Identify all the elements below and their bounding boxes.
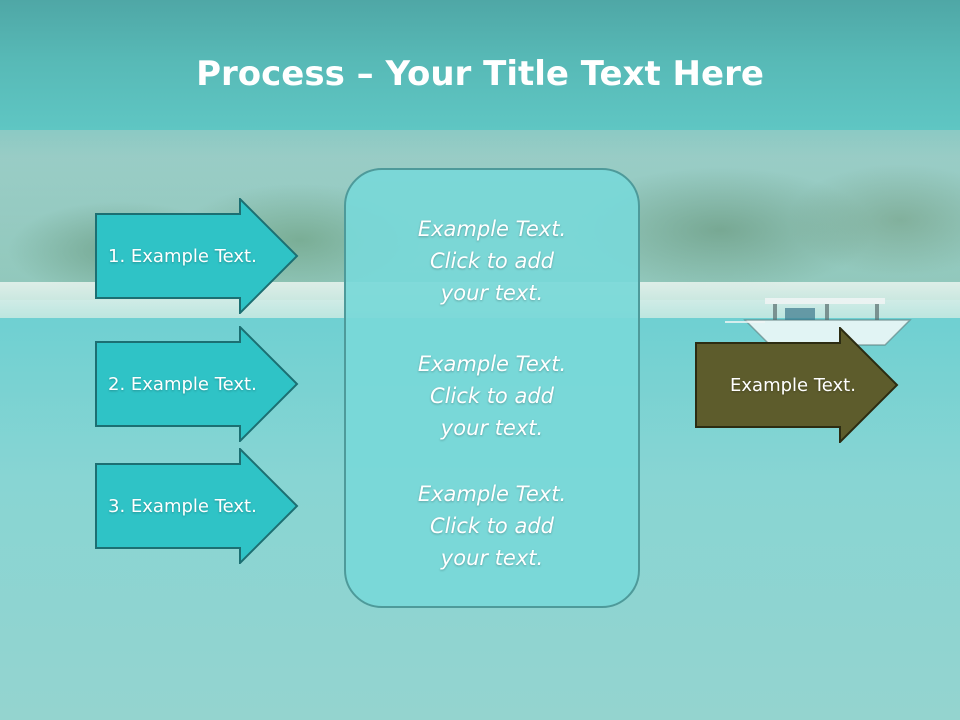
center-text-3-line-1: Example Text. (417, 482, 567, 506)
center-text-block-3[interactable]: Example Text. Click to add your text. (344, 478, 640, 574)
step-arrow-1-shape (95, 198, 299, 314)
center-text-3-line-2: Click to add (429, 514, 554, 538)
title-strong: Process (196, 54, 345, 94)
center-text-1-line-2: Click to add (429, 249, 554, 273)
step-arrow-2[interactable]: 2. Example Text. (95, 326, 299, 442)
center-text-3-line-3: your text. (440, 546, 544, 570)
boat-image (725, 298, 912, 346)
step-label-2: 2. Example Text. (108, 373, 257, 395)
center-text-2-line-1: Example Text. (417, 352, 567, 376)
output-label: Example Text. (730, 374, 856, 396)
background-sky-band (0, 0, 960, 130)
center-text-box[interactable] (344, 168, 640, 608)
output-arrow[interactable]: Example Text. (695, 327, 899, 443)
center-text-block-2[interactable]: Example Text. Click to add your text. (344, 348, 640, 444)
center-text-1-line-3: your text. (440, 281, 544, 305)
step-arrow-3[interactable]: 3. Example Text. (95, 448, 299, 564)
output-arrow-shape (695, 327, 899, 443)
center-text-block-1[interactable]: Example Text. Click to add your text. (344, 213, 640, 309)
step-label-3: 3. Example Text. (108, 495, 257, 517)
center-text-2-line-2: Click to add (429, 384, 554, 408)
step-label-1: 1. Example Text. (108, 245, 257, 267)
center-text-1-line-1: Example Text. (417, 217, 567, 241)
step-arrow-1[interactable]: 1. Example Text. (95, 198, 299, 314)
step-arrow-3-shape (95, 448, 299, 564)
slide-title: Process – Your Title Text Here (0, 52, 960, 96)
step-arrow-2-shape (95, 326, 299, 442)
title-rest: – Your Title Text Here (344, 54, 764, 94)
center-text-2-line-3: your text. (440, 416, 544, 440)
